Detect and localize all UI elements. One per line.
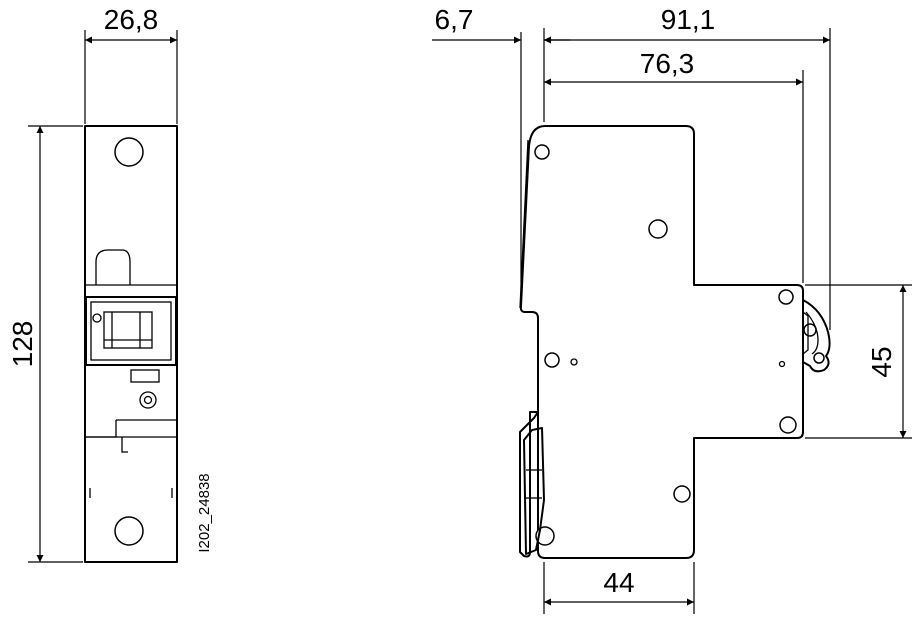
side-hole-middle-left: [544, 352, 560, 368]
side-latch-clip: [802, 299, 831, 373]
front-bottom-hole: [114, 516, 144, 546]
front-top-hole: [114, 137, 144, 167]
side-hole-clip-top: [778, 289, 794, 305]
front-terminal-screw: [103, 311, 153, 349]
side-rail-label: 44: [603, 567, 634, 598]
front-terminal-inner: [90, 301, 172, 361]
side-offset-label: 6,7: [435, 4, 474, 35]
front-height-label: 128: [7, 321, 38, 368]
side-latch-inner: [805, 311, 819, 355]
front-small-hook: [121, 437, 128, 453]
front-width-label: 26,8: [104, 4, 159, 35]
drawing-number: I202_24838: [196, 473, 213, 552]
side-latch-slot: [802, 311, 809, 355]
side-latch-eye: [813, 352, 825, 364]
front-body-outline: [84, 125, 178, 563]
front-terminal-point: [92, 313, 102, 323]
side-latch-pin: [803, 323, 817, 337]
side-depth-label: 91,1: [661, 4, 716, 35]
side-hole-top-left: [534, 144, 550, 160]
front-small-screw-outer: [139, 391, 157, 409]
side-hole-lower: [673, 485, 691, 503]
side-body-outline: [519, 125, 804, 559]
side-hole-clip-bottom: [779, 416, 797, 434]
side-rail-clip: [523, 427, 545, 555]
front-step-line: [86, 419, 176, 438]
front-view: 26,8 128 I202_24838: [7, 4, 213, 563]
side-hole-middle-small: [570, 358, 578, 366]
side-hole-right-small: [778, 360, 786, 368]
front-indicator-window: [130, 369, 160, 383]
side-clip-depth-label: 76,3: [640, 48, 695, 79]
side-hole-upper: [648, 219, 668, 239]
front-terminal-window: [85, 296, 177, 366]
side-view: 6,7 91,1 76,3 45 44: [432, 4, 912, 614]
front-toggle-lever: [95, 249, 131, 285]
side-front-height-label: 45: [866, 346, 897, 377]
front-small-screw-inner: [143, 395, 153, 405]
